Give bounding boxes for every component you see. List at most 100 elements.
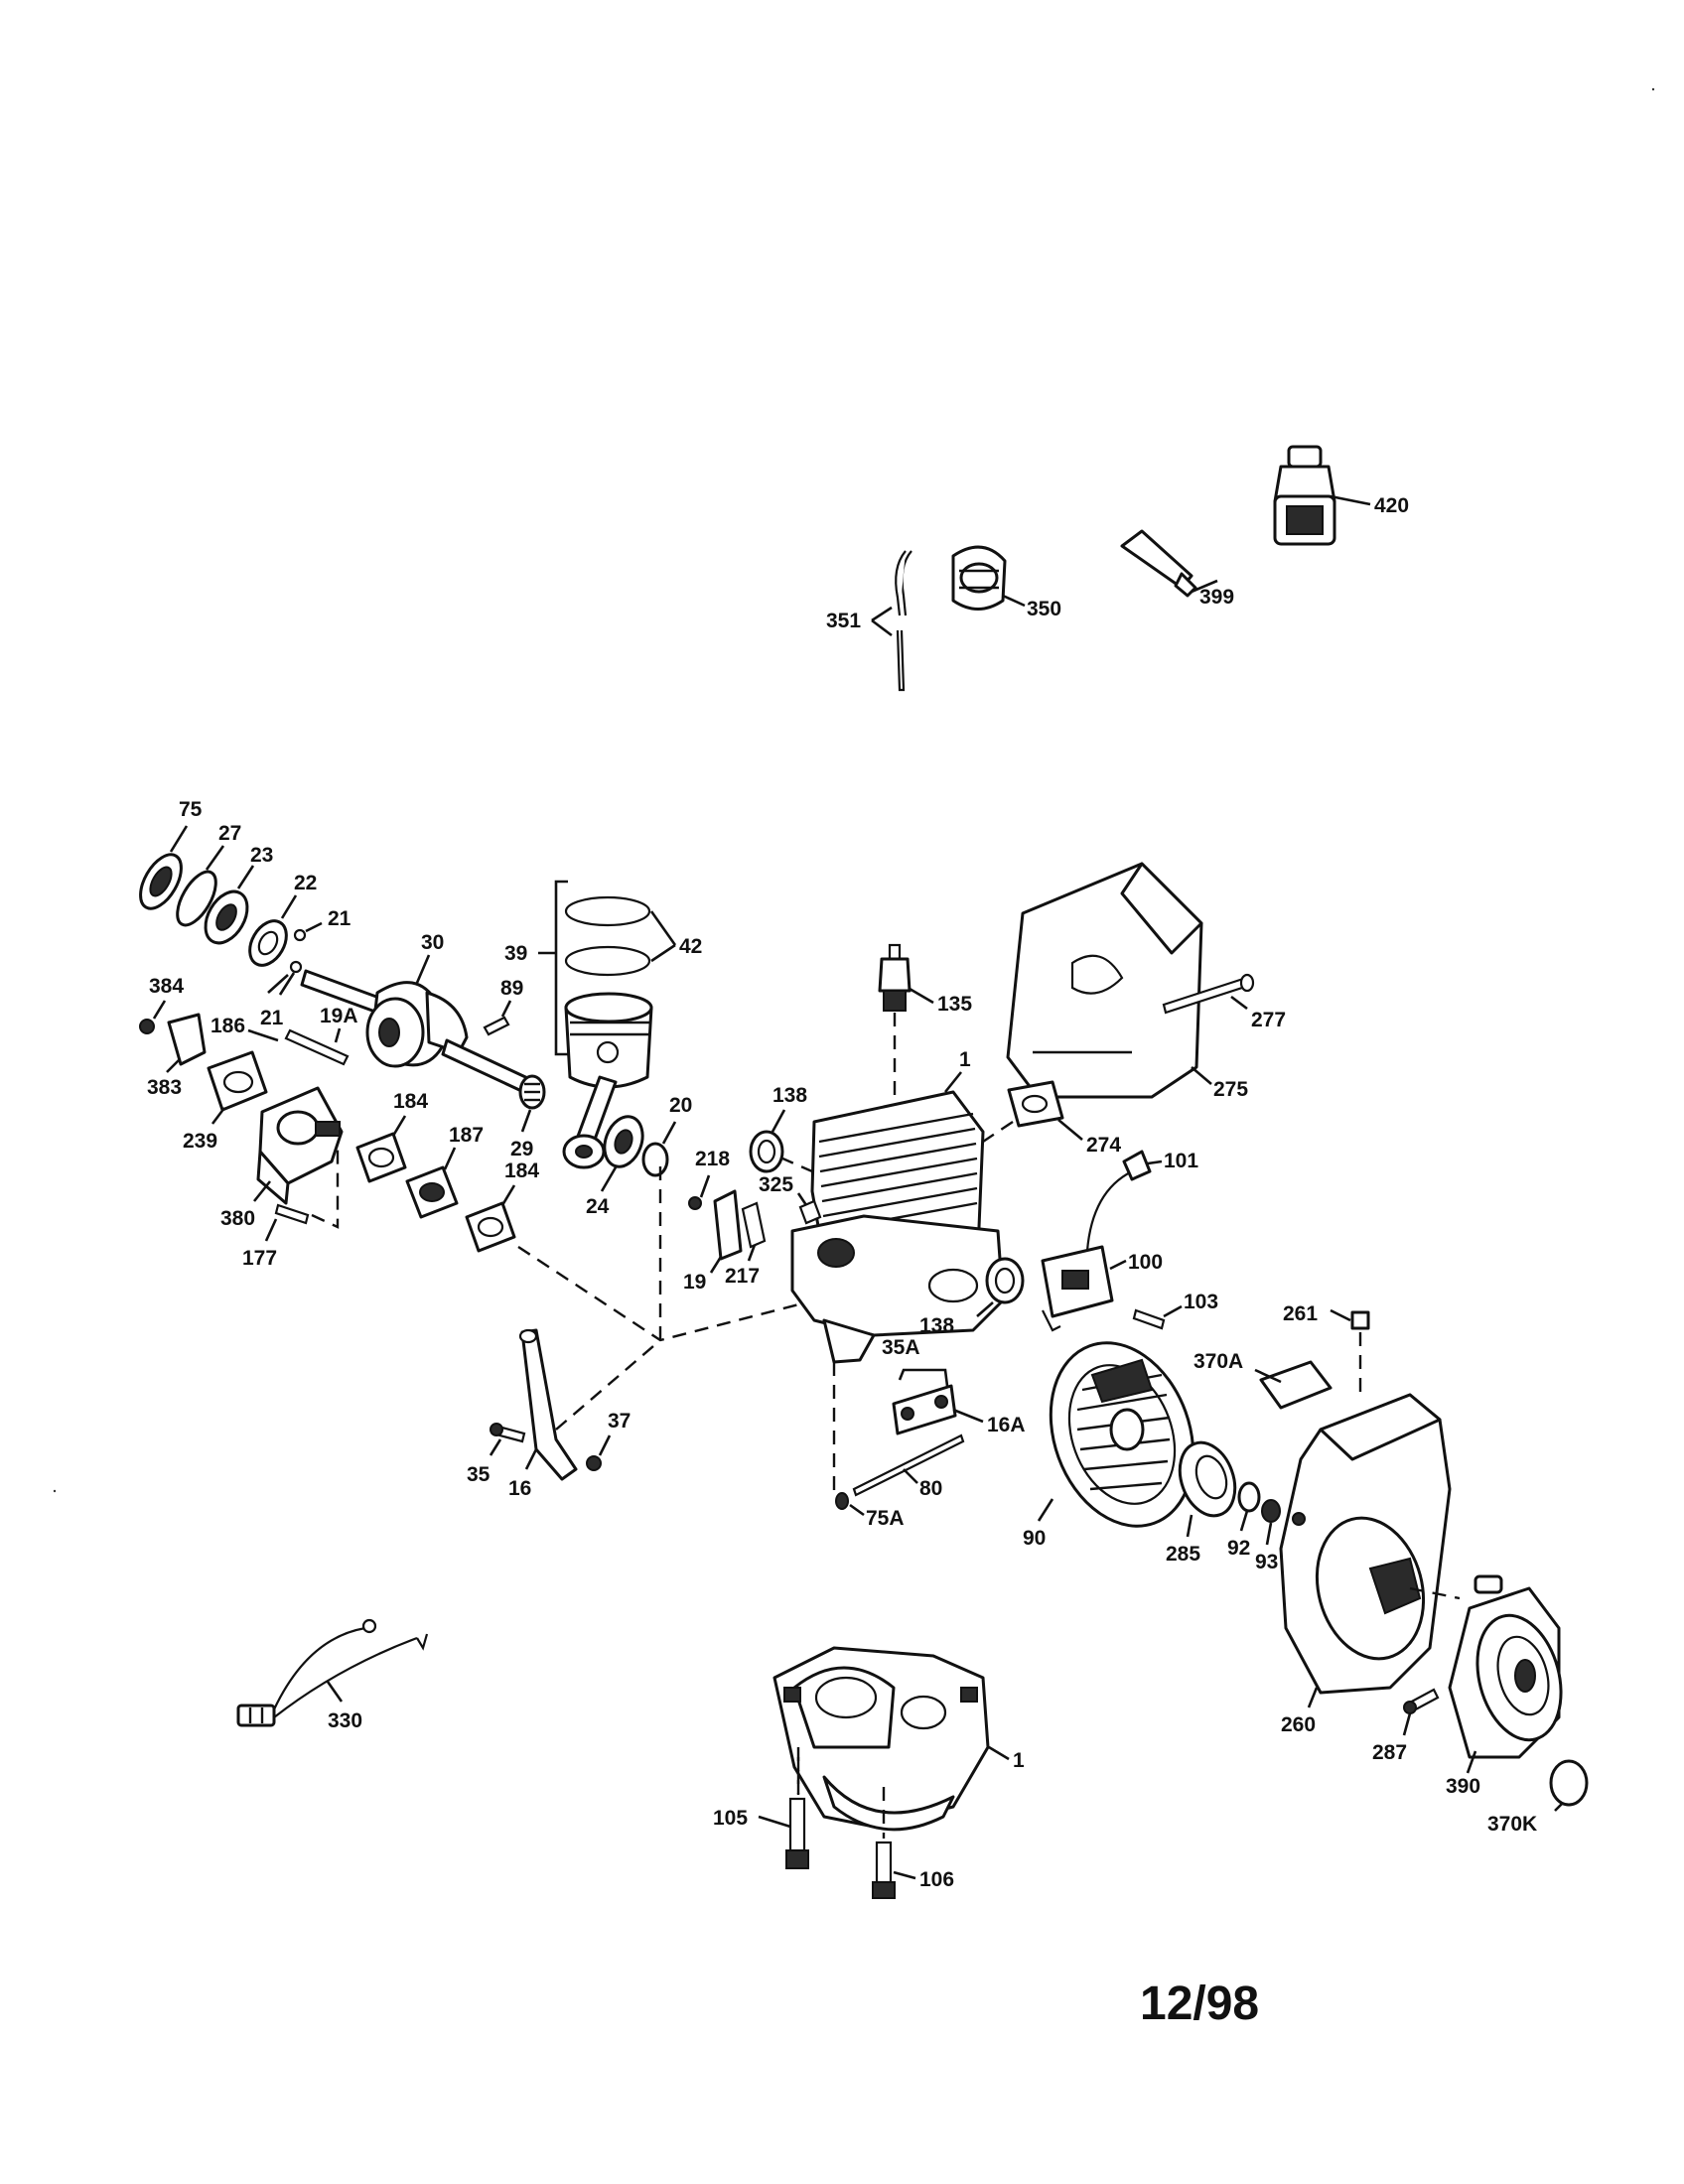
label-39: 39 [504, 942, 527, 965]
lever-16 [518, 1328, 578, 1481]
bracket-39 [538, 880, 568, 1056]
link-217 [741, 1201, 767, 1262]
recoil-starter-390 [1409, 1574, 1563, 1774]
label-22: 22 [294, 872, 317, 894]
label-135: 135 [937, 993, 972, 1016]
bolt-277 [1162, 973, 1255, 1015]
label-399: 399 [1199, 586, 1234, 609]
carb-assembly-line [517, 1245, 815, 1342]
label-103: 103 [1184, 1291, 1218, 1313]
revision-date: 12/98 [1140, 1978, 1259, 2030]
stray-mark-top-right [1651, 87, 1655, 91]
label-351: 351 [826, 610, 861, 632]
label-19a: 19A [320, 1005, 358, 1027]
carburetor-380 [252, 1086, 344, 1205]
bracket-35a [892, 1368, 984, 1435]
label-16: 16 [508, 1477, 531, 1500]
label-177: 177 [242, 1247, 277, 1270]
label-75: 75 [179, 798, 203, 821]
label-218: 218 [695, 1148, 730, 1170]
label-350: 350 [1027, 598, 1061, 620]
bearing-29 [518, 1074, 546, 1133]
decal-370a [1254, 1360, 1333, 1410]
fuel-line-351 [871, 550, 912, 692]
label-384: 384 [149, 975, 184, 998]
key-21 [267, 921, 323, 996]
bearing-24 [600, 1115, 644, 1192]
rod-186 [247, 1028, 279, 1042]
decal-370k [1549, 1759, 1589, 1812]
label-30: 30 [421, 931, 444, 954]
label-105: 105 [713, 1807, 748, 1830]
governor-assembly-line [555, 1339, 661, 1431]
oil-bottle-420 [1273, 445, 1371, 546]
label-370k: 370K [1487, 1813, 1537, 1836]
washer-92 [1237, 1481, 1261, 1532]
label-23: 23 [250, 844, 273, 867]
label-37: 37 [608, 1410, 631, 1433]
piston-assembly [562, 992, 653, 1169]
bracket-218 [688, 1174, 711, 1210]
nut-37 [586, 1434, 612, 1471]
gasket-239 [207, 1050, 268, 1125]
gasket-274 [982, 1080, 1083, 1143]
label-274: 274 [1086, 1134, 1121, 1157]
label-19: 19 [683, 1271, 706, 1294]
label-100: 100 [1128, 1251, 1163, 1274]
spacer-187 [405, 1147, 459, 1219]
nut-93 [1261, 1499, 1281, 1546]
label-21-top: 21 [328, 907, 351, 930]
lower-crankcase-1 [772, 1646, 1010, 1832]
label-92: 92 [1227, 1537, 1250, 1560]
label-1-top: 1 [959, 1048, 971, 1071]
label-420: 420 [1374, 494, 1409, 517]
label-90: 90 [1023, 1527, 1046, 1550]
label-24: 24 [586, 1195, 610, 1218]
screw-384 [139, 1000, 167, 1034]
label-380: 380 [220, 1207, 255, 1230]
label-106: 106 [919, 1868, 954, 1891]
gasket-184-b [465, 1184, 516, 1253]
label-75a: 75A [866, 1507, 905, 1530]
label-330: 330 [328, 1709, 362, 1732]
label-1-bottom: 1 [1013, 1749, 1025, 1772]
clip-75a [832, 1362, 865, 1517]
label-239: 239 [183, 1130, 217, 1153]
screw-261 [1330, 1308, 1370, 1400]
flywheel-90 [1037, 1341, 1195, 1528]
label-16a: 16A [987, 1414, 1026, 1436]
blower-housing-260 [1279, 1393, 1452, 1708]
label-21-bottom: 21 [260, 1007, 284, 1029]
screw-177 [264, 1142, 340, 1242]
label-277: 277 [1251, 1009, 1286, 1031]
piston-rings-42 [564, 895, 677, 977]
screw-287 [1402, 1688, 1440, 1736]
label-370a: 370A [1193, 1350, 1243, 1373]
bolt-105 [758, 1747, 809, 1869]
bearing-23 [204, 865, 255, 945]
label-101: 101 [1164, 1150, 1198, 1172]
pin-89 [483, 1000, 512, 1036]
label-187: 187 [449, 1124, 484, 1147]
screw-103 [1132, 1304, 1183, 1330]
spring-19a [284, 1027, 350, 1066]
label-184-b: 184 [504, 1160, 539, 1182]
screw-325 [796, 1192, 822, 1225]
label-261: 261 [1283, 1302, 1318, 1325]
label-260: 260 [1281, 1713, 1316, 1736]
screw-35 [489, 1423, 526, 1456]
label-325: 325 [759, 1173, 793, 1196]
primer-350 [951, 545, 1026, 611]
label-138-a: 138 [772, 1084, 807, 1107]
label-186: 186 [210, 1015, 245, 1037]
bolt-106 [872, 1787, 916, 1899]
label-275: 275 [1213, 1078, 1248, 1101]
ring-27 [176, 845, 225, 927]
label-138-b: 138 [919, 1314, 954, 1337]
label-20: 20 [669, 1094, 692, 1117]
cylinder-crankcase-1 [790, 1071, 1005, 1364]
gasket-138-a [749, 1109, 813, 1173]
label-35a: 35A [882, 1336, 920, 1359]
label-42: 42 [679, 935, 702, 958]
